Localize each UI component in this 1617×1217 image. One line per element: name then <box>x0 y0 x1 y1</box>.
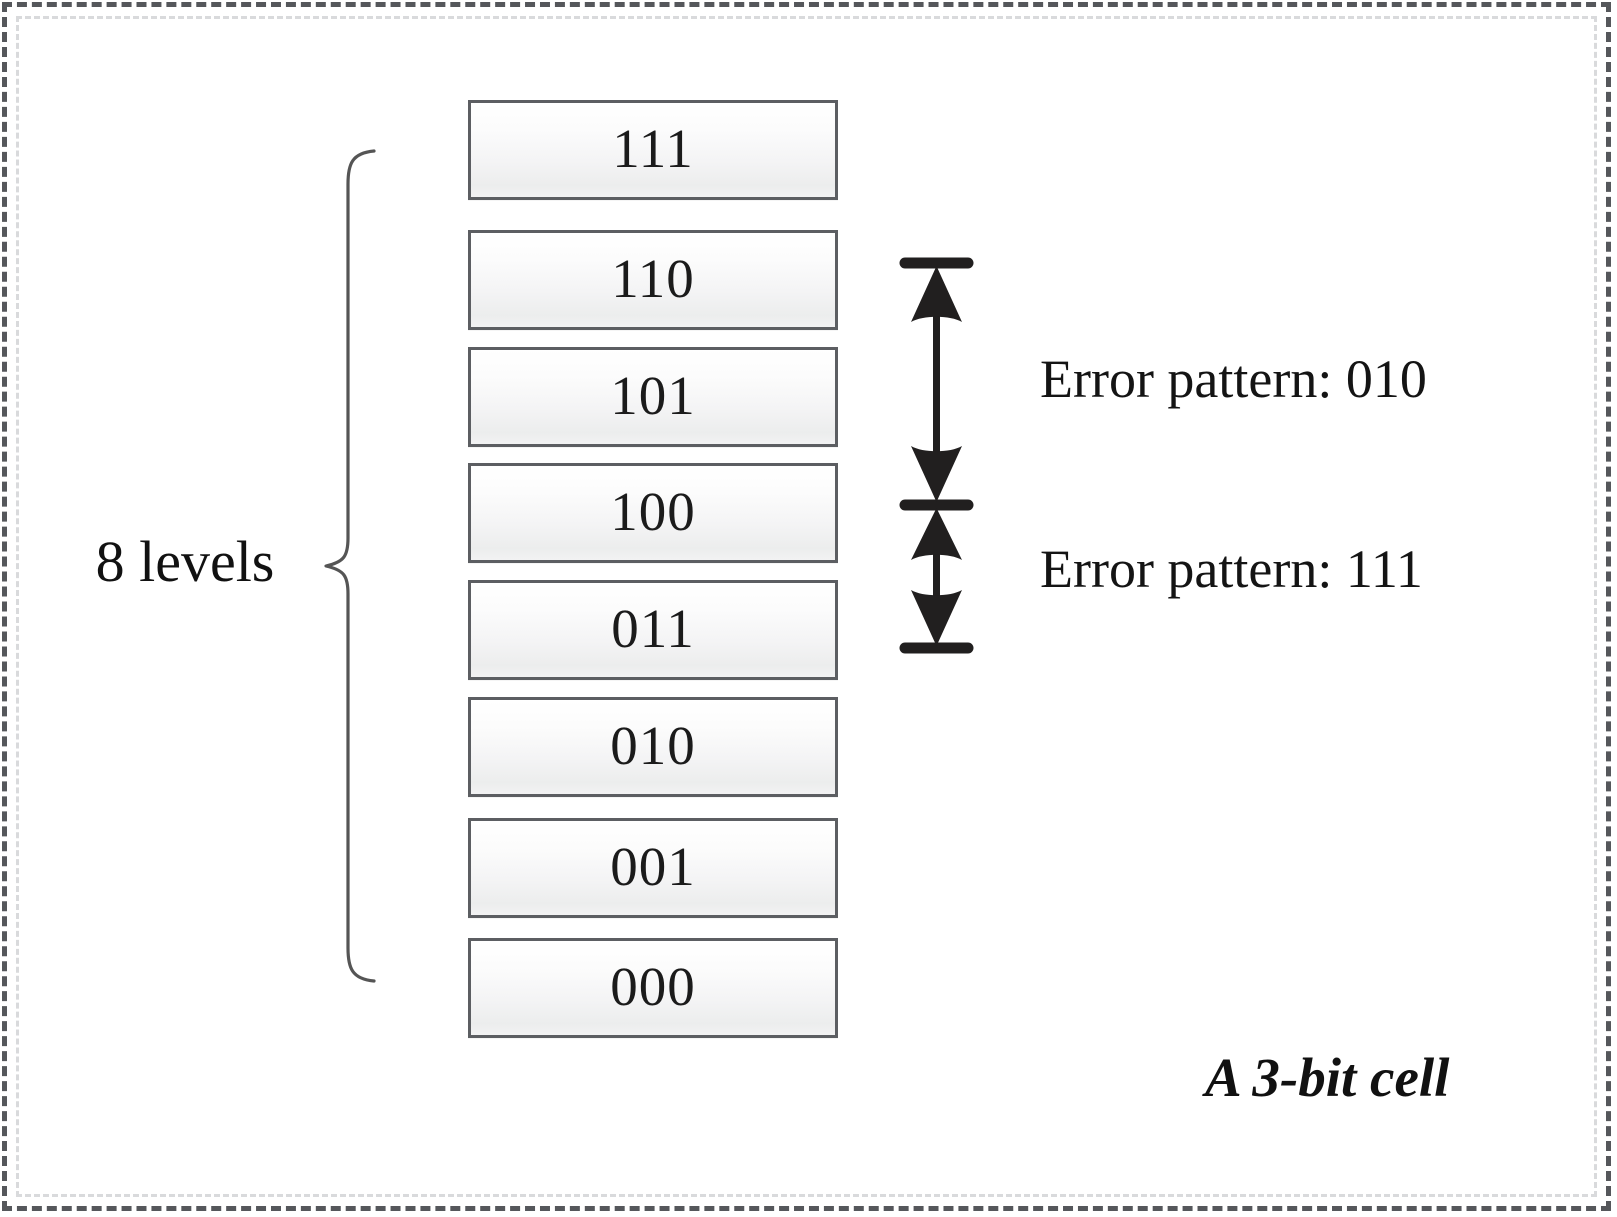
level-box-label: 010 <box>610 714 696 776</box>
level-box-001[interactable]: 001 <box>468 818 838 918</box>
arrowhead-down-bottom <box>911 590 962 646</box>
arrowhead-down-middle <box>911 446 962 502</box>
level-box-110[interactable]: 110 <box>468 230 838 330</box>
level-box-111[interactable]: 111 <box>468 100 838 200</box>
level-box-label: 011 <box>611 597 695 659</box>
level-box-label: 001 <box>610 835 696 897</box>
level-box-011[interactable]: 011 <box>468 580 838 680</box>
level-box-000[interactable]: 000 <box>468 938 838 1038</box>
error-pattern-arrows <box>880 250 990 660</box>
level-box-label: 111 <box>612 117 694 179</box>
level-box-label: 101 <box>610 364 696 426</box>
level-box-label: 110 <box>611 247 695 309</box>
levels-brace <box>318 148 378 984</box>
arrowhead-up-middle <box>911 508 962 560</box>
level-box-label: 000 <box>610 955 696 1017</box>
level-box-100[interactable]: 100 <box>468 463 838 563</box>
error-pattern-label-top: Error pattern: 010 <box>1040 349 1427 409</box>
levels-count-label: 8 levels <box>95 529 275 594</box>
arrowhead-up-top <box>911 266 962 322</box>
level-box-101[interactable]: 101 <box>468 347 838 447</box>
level-box-010[interactable]: 010 <box>468 697 838 797</box>
figure-caption: A 3-bit cell <box>1205 1047 1450 1108</box>
error-pattern-label-bottom: Error pattern: 111 <box>1040 539 1423 599</box>
level-box-label: 100 <box>610 480 696 542</box>
